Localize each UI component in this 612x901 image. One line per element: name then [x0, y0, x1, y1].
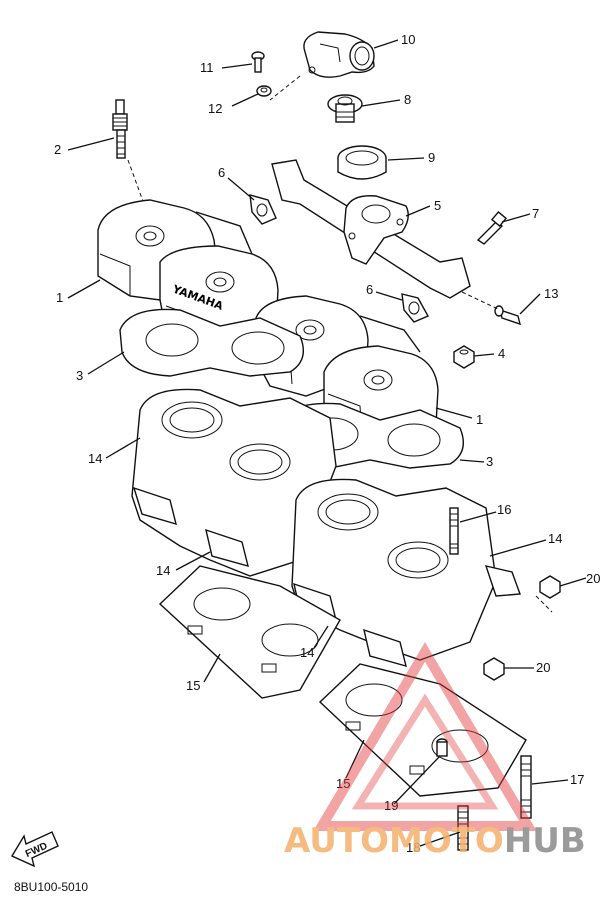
- dowel-19-part: [436, 738, 448, 757]
- stud-16-part: [449, 507, 459, 555]
- callout-20-lower: 20: [536, 660, 550, 675]
- gasket-6-upper-part: [249, 194, 277, 225]
- spark-plug-part: [112, 99, 128, 159]
- thermostat-cover-part: [303, 31, 375, 78]
- callout-18: 18: [406, 840, 420, 855]
- callout-3-lower: 3: [486, 454, 493, 469]
- callout-15-front: 15: [336, 776, 350, 791]
- callout-8: 8: [404, 92, 411, 107]
- diagram-code: 8BU100-5010: [14, 880, 89, 894]
- cylinder-front-pair-part: [291, 478, 521, 667]
- watermark-brand-hub: HUB: [504, 821, 586, 861]
- nut-20-upper-part: [539, 575, 561, 599]
- callout-12: 12: [208, 101, 222, 116]
- washer-12-part: [256, 85, 272, 97]
- seal-ring-part: [337, 145, 387, 180]
- callout-14-a: 14: [88, 451, 102, 466]
- callout-5: 5: [434, 198, 441, 213]
- thermostat-part: [327, 94, 363, 123]
- bolt-11-part: [251, 51, 265, 73]
- callout-20-upper: 20: [586, 571, 600, 586]
- nut-4-part: [453, 345, 475, 369]
- water-manifold-part: [271, 159, 471, 299]
- watermark-brand-moto: MOTO: [389, 821, 504, 861]
- callout-numbers: 10 11 12 8 2 9 6 5 7 1 6 13 3 4 1 14 3 1…: [54, 32, 600, 855]
- fwd-arrow-icon: FWD: [10, 831, 59, 868]
- stud-18-part: [457, 805, 469, 851]
- watermark-triangle-icon: [313, 642, 537, 831]
- base-gasket-rear-part: [158, 565, 341, 699]
- gasket-6-lower-part: [401, 293, 429, 323]
- bolt-7-part: [476, 210, 508, 245]
- callout-6-lower: 6: [366, 282, 373, 297]
- callout-11: 11: [200, 60, 214, 75]
- bolt-13-part: [494, 305, 521, 326]
- callout-14-c: 14: [548, 531, 562, 546]
- callout-14-b: 14: [156, 563, 170, 578]
- leader-lines: [67, 39, 587, 847]
- callout-3-upper: 3: [76, 368, 83, 383]
- callout-4: 4: [498, 346, 505, 361]
- callout-14-d: 14: [300, 645, 314, 660]
- callout-19: 19: [384, 798, 398, 813]
- callout-13: 13: [544, 286, 558, 301]
- callout-16: 16: [497, 502, 511, 517]
- callout-1-upper: 1: [56, 290, 63, 305]
- cylinder-rear-pair-part: [131, 388, 337, 577]
- watermark-brand-auto: AUTO: [284, 821, 389, 861]
- stud-17-part: [520, 755, 532, 819]
- nut-20-lower-part: [483, 657, 505, 681]
- head-gasket-rear-part: [119, 308, 304, 377]
- watermark-logo: AUTOMOTOHUB: [284, 642, 586, 861]
- callout-15-rear: 15: [186, 678, 200, 693]
- callout-1-lower: 1: [476, 412, 483, 427]
- svg-text:AUTOMOTOHUB: AUTOMOTOHUB: [284, 821, 586, 861]
- callout-7: 7: [532, 206, 539, 221]
- callout-10: 10: [401, 32, 415, 47]
- base-gasket-front-part: [318, 663, 527, 797]
- callout-2: 2: [54, 142, 61, 157]
- callout-17: 17: [570, 772, 584, 787]
- callout-9: 9: [428, 150, 435, 165]
- callout-6-upper: 6: [218, 165, 225, 180]
